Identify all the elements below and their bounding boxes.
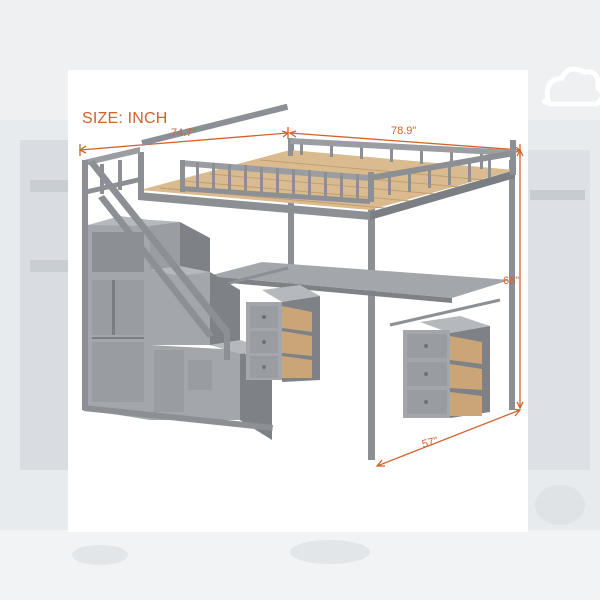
desk-top xyxy=(208,262,510,298)
size-unit-label: SIZE: INCH xyxy=(82,110,168,127)
loft-bed xyxy=(82,103,516,460)
depth-dimension-label: 74.7" xyxy=(171,127,197,139)
dimension-lines xyxy=(78,127,524,467)
length-dimension-label: 78.9" xyxy=(391,125,417,137)
cloud-decoration xyxy=(542,66,600,107)
drawer-cabinet-left xyxy=(246,285,320,382)
height-dimension-label: 68" xyxy=(503,275,520,287)
staircase xyxy=(83,160,273,440)
drawer-cabinet-right xyxy=(403,316,490,418)
